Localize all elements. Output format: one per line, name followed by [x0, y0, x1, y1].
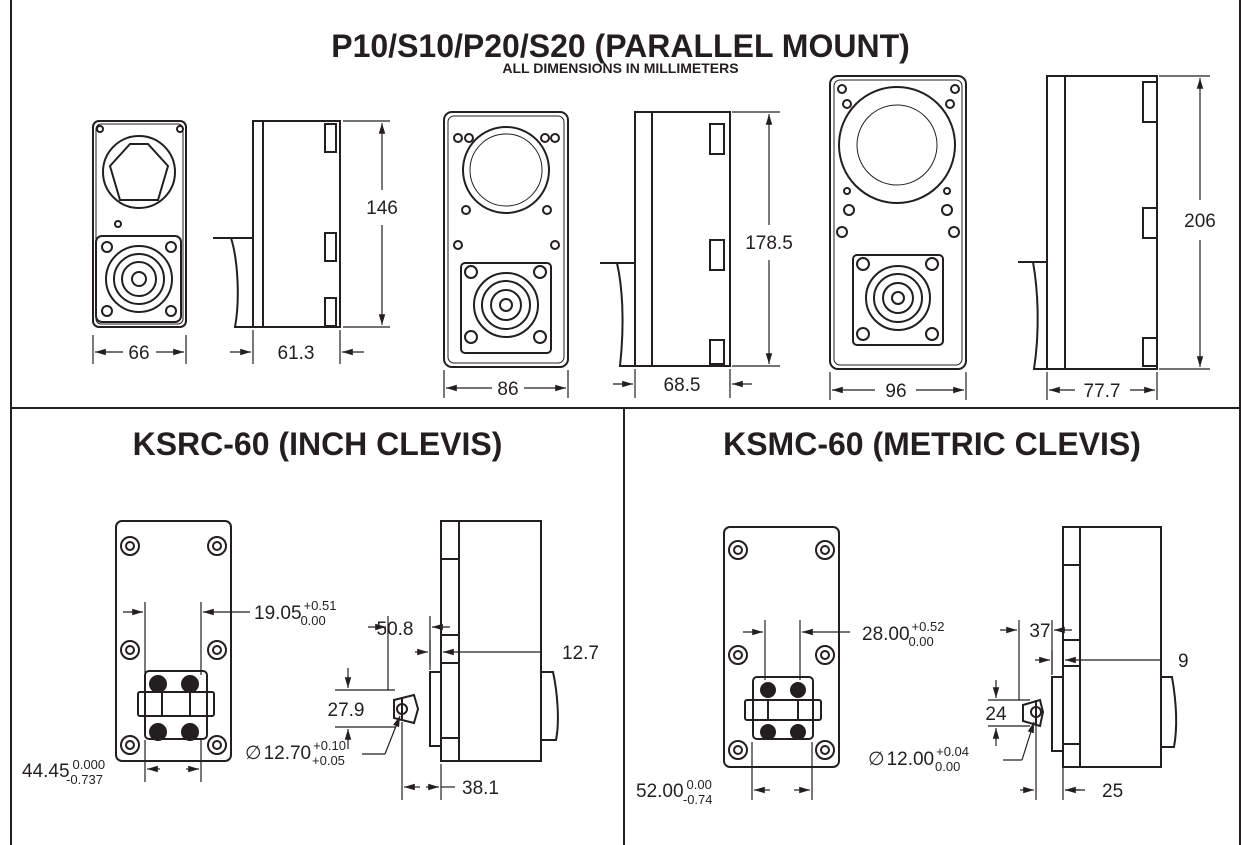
- dim-146-label: 146: [366, 198, 398, 219]
- s20-side-view: [1018, 75, 1158, 370]
- dim-178-label: 178.5: [745, 233, 793, 254]
- metric-37-label: 37: [1029, 621, 1050, 642]
- bottom-right-panel: [623, 407, 1241, 845]
- p10-front-view: [92, 120, 187, 328]
- dim-68-label: 68.5: [664, 375, 701, 396]
- inch-50-label: 50.8: [377, 619, 414, 640]
- top-title: P10/S10/P20/S20 (PARALLEL MOUNT): [331, 28, 910, 64]
- inch-clevis-title: KSRC-60 (INCH CLEVIS): [132, 426, 503, 462]
- inch-38-label: 38.1: [462, 778, 499, 799]
- top-panel: [10, 0, 1241, 409]
- bottom-left-panel: [10, 407, 625, 845]
- inch-27-label: 27.9: [328, 700, 365, 721]
- metric-9-label: 9: [1178, 651, 1189, 672]
- metric-clevis-side-view: [1022, 526, 1178, 768]
- dim-61-label: 61.3: [278, 343, 315, 364]
- metric-clevis-title: KSMC-60 (METRIC CLEVIS): [723, 426, 1141, 462]
- dim-66-label: 66: [128, 343, 149, 364]
- inch-clevis-side-view: [393, 520, 559, 762]
- inch-pin-label: ∅12.70+0.10+0.05: [245, 738, 346, 768]
- dim-86-label: 86: [497, 379, 518, 400]
- inch-clevis-front-view: [115, 520, 232, 762]
- p20-side-view: [600, 111, 731, 367]
- dim-206-label: 206: [1184, 211, 1216, 232]
- dimension-lines: [92, 75, 1210, 800]
- top-subtitle: ALL DIMENSIONS IN MILLIMETERS: [502, 60, 739, 76]
- metric-clevis-front-view: [723, 526, 840, 768]
- metric-25-label: 25: [1102, 781, 1123, 802]
- s20-front-view: [829, 75, 967, 370]
- dim-77-label: 77.7: [1084, 381, 1121, 402]
- metric-24-label: 24: [985, 704, 1007, 725]
- inch-12-label: 12.7: [562, 643, 599, 664]
- p20-front-view: [443, 111, 569, 368]
- p10-side-view: [213, 120, 341, 328]
- dim-96-label: 96: [885, 381, 906, 402]
